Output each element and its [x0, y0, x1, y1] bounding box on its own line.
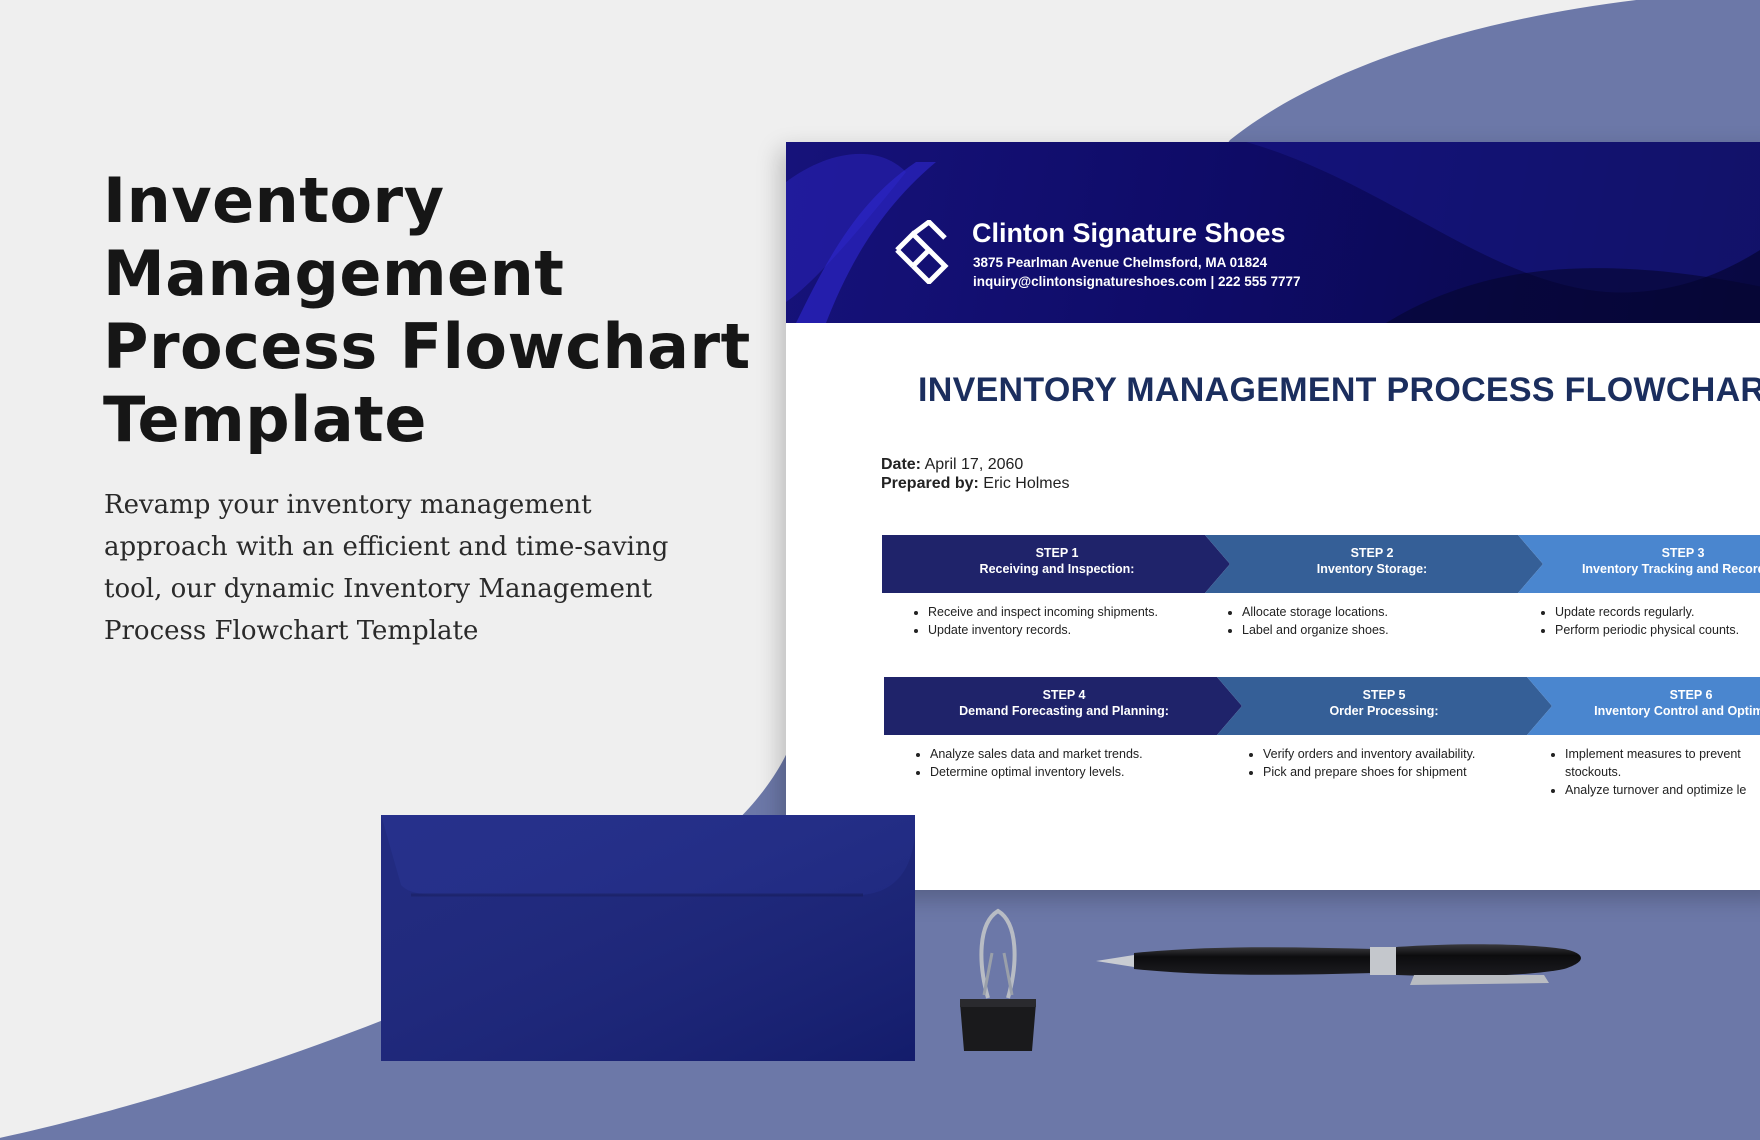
- step-2-bullets: Allocate storage locations. Label and or…: [1220, 603, 1542, 639]
- company-logo-icon: [895, 220, 949, 284]
- date-value: April 17, 2060: [924, 456, 1024, 473]
- promo-title: Inventory Management Process Flowchart T…: [103, 164, 751, 456]
- date-line: Date: April 17, 2060: [881, 456, 1023, 474]
- company-contact: inquiry@clintonsignatureshoes.com | 222 …: [973, 274, 1301, 289]
- promo-description: Revamp your inventory management approac…: [104, 490, 669, 646]
- step-1-number: STEP 1: [1035, 546, 1079, 560]
- prepared-by-line: Prepared by: Eric Holmes: [881, 475, 1070, 493]
- header-wave-decoration: [786, 142, 1760, 323]
- step-5-arrow: [1217, 677, 1552, 735]
- step-5-bullets: Verify orders and inventory availability…: [1241, 745, 1583, 781]
- step-2-number: STEP 2: [1350, 546, 1394, 560]
- step-2-arrow: [1205, 535, 1543, 593]
- prepared-by-label: Prepared by:: [881, 475, 979, 492]
- step-5-label: STEP 5 Order Processing:: [1249, 687, 1519, 719]
- envelope-prop: [381, 815, 915, 1061]
- list-item: Analyze sales data and market trends.: [930, 745, 1250, 763]
- step-1-bullets: Receive and inspect incoming shipments. …: [906, 603, 1228, 639]
- step-3-arrow: [1518, 535, 1760, 593]
- step-1-name: Receiving and Inspection:: [979, 562, 1135, 576]
- step-5-number: STEP 5: [1362, 688, 1406, 702]
- flow-row-1-arrows: [882, 535, 1760, 593]
- list-item: Determine optimal inventory levels.: [930, 763, 1250, 781]
- list-item: Analyze turnover and optimize le: [1565, 781, 1760, 799]
- date-label: Date:: [881, 456, 922, 473]
- list-item: Verify orders and inventory availability…: [1263, 745, 1583, 763]
- list-item: Label and organize shoes.: [1242, 621, 1542, 639]
- flow-row-1: STEP 1 Receiving and Inspection: STEP 2 …: [882, 535, 1760, 593]
- step-3-name: Inventory Tracking and Recording: [1581, 562, 1760, 576]
- step-2-label: STEP 2 Inventory Storage:: [1237, 545, 1507, 577]
- step-1-arrow: [882, 535, 1230, 593]
- flow-row-2: STEP 4 Demand Forecasting and Planning: …: [884, 677, 1760, 735]
- document-header: Clinton Signature Shoes 3875 Pearlman Av…: [786, 142, 1760, 323]
- step-6-arrow: [1527, 677, 1760, 735]
- step-3-label: STEP 3 Inventory Tracking and Recording: [1548, 545, 1760, 577]
- list-item: Pick and prepare shoes for shipment: [1263, 763, 1583, 781]
- step-1-label: STEP 1 Receiving and Inspection:: [922, 545, 1192, 577]
- list-item: Update records regularly.: [1555, 603, 1760, 621]
- step-3-number: STEP 3: [1661, 546, 1705, 560]
- list-item: Implement measures to prevent stockouts.: [1565, 745, 1760, 781]
- step-6-bullets: Implement measures to prevent stockouts.…: [1543, 745, 1760, 799]
- step-4-number: STEP 4: [1042, 688, 1086, 702]
- step-4-label: STEP 4 Demand Forecasting and Planning:: [914, 687, 1214, 719]
- step-4-bullets: Analyze sales data and market trends. De…: [908, 745, 1250, 781]
- step-6-label: STEP 6 Inventory Control and Optimizati: [1556, 687, 1760, 719]
- step-4-name: Demand Forecasting and Planning:: [959, 704, 1169, 718]
- company-address: 3875 Pearlman Avenue Chelmsford, MA 0182…: [973, 255, 1268, 270]
- step-4-arrow: [884, 677, 1242, 735]
- step-6-number: STEP 6: [1669, 688, 1713, 702]
- flowchart-document: Clinton Signature Shoes 3875 Pearlman Av…: [786, 142, 1760, 890]
- document-title: INVENTORY MANAGEMENT PROCESS FLOWCHART: [918, 371, 1760, 409]
- step-2-name: Inventory Storage:: [1316, 562, 1428, 576]
- binder-clip-prop: [960, 908, 1036, 1051]
- list-item: Perform periodic physical counts.: [1555, 621, 1760, 639]
- list-item: Update inventory records.: [928, 621, 1228, 639]
- step-3-bullets: Update records regularly. Perform period…: [1533, 603, 1760, 639]
- list-item: Receive and inspect incoming shipments.: [928, 603, 1228, 621]
- company-name: Clinton Signature Shoes: [972, 218, 1286, 248]
- pen-prop: [1096, 944, 1581, 985]
- list-item: Allocate storage locations.: [1242, 603, 1542, 621]
- prepared-by-value: Eric Holmes: [983, 475, 1070, 492]
- step-6-name: Inventory Control and Optimizati: [1594, 704, 1760, 718]
- step-5-name: Order Processing:: [1329, 704, 1439, 718]
- flow-row-2-arrows: [884, 677, 1760, 735]
